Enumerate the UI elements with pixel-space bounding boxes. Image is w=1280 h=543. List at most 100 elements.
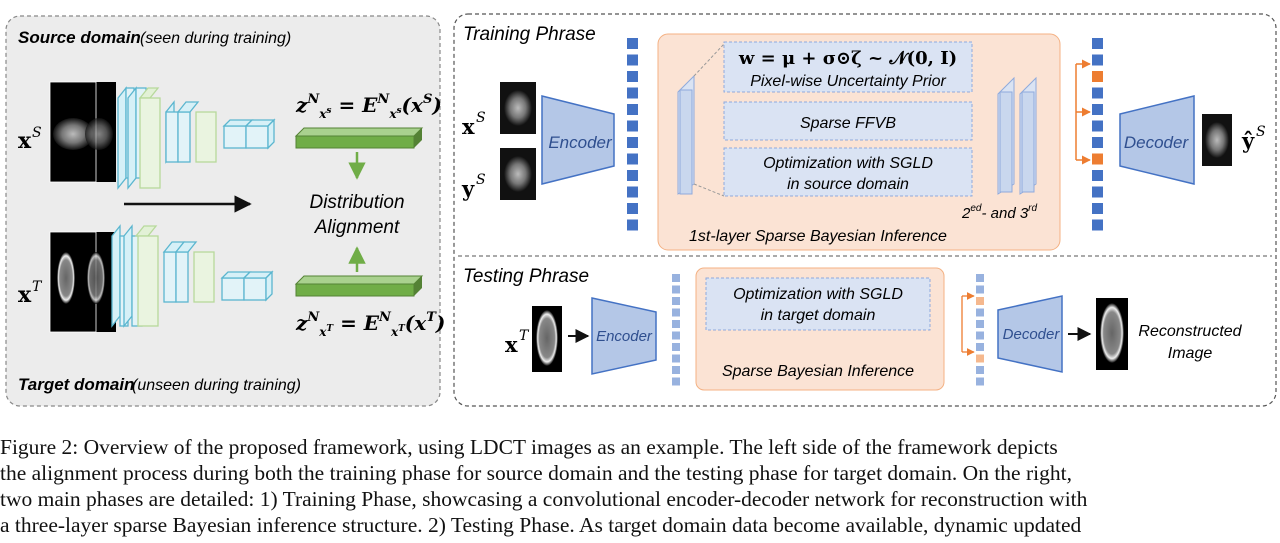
- training-token-column-in: [627, 38, 638, 231]
- training-token-column-out: [1092, 38, 1103, 231]
- training-input-images: [500, 82, 536, 200]
- prior-label: Pixel-wise Uncertainty Prior: [750, 73, 946, 90]
- token-square: [627, 87, 638, 99]
- token-square: [1092, 38, 1103, 49]
- train-yhat-label: ŷ: [1241, 128, 1255, 153]
- token-square: [672, 377, 680, 386]
- alignment-line1: Distribution: [309, 192, 404, 213]
- token-square: [672, 331, 680, 340]
- source-embedding-bar: [294, 127, 424, 149]
- caption-line-3: two main phases are detailed: 1) Trainin…: [0, 487, 1088, 511]
- token-square: [627, 153, 638, 165]
- test-sgld-line2: in target domain: [761, 307, 876, 324]
- second-third-layer-slabs: [997, 76, 1037, 195]
- train-sgld-line1: Optimization with SGLD: [763, 155, 933, 172]
- token-square: [627, 186, 638, 198]
- token-square: [976, 331, 984, 340]
- ffvb-box: [723, 101, 973, 141]
- svg-text:S: S: [476, 110, 486, 126]
- token-square: [976, 274, 984, 282]
- token-square: [672, 285, 680, 294]
- token-square: [627, 203, 638, 214]
- svg-text:T: T: [32, 279, 43, 295]
- token-square: [976, 297, 984, 305]
- source-domain-note: (seen during training): [140, 30, 291, 47]
- training-decoder-block: [1119, 95, 1195, 185]
- prior-formula: w = μ + σ⊙ζ ~ 𝒩(0, I): [738, 48, 957, 69]
- x-source-label: x: [18, 128, 32, 154]
- token-square: [627, 170, 638, 181]
- testing-decoder-label: Decoder: [1003, 326, 1061, 343]
- token-square: [1092, 153, 1103, 165]
- token-square: [976, 343, 984, 351]
- token-square: [1092, 186, 1103, 198]
- target-ct-images: [49, 231, 116, 333]
- caption-line-2: the alignment process during both the tr…: [0, 461, 1072, 485]
- caption-line-4: a three-layer sparse Bayesian inference …: [0, 513, 1082, 537]
- token-square: [1092, 71, 1103, 82]
- testing-inference-label: Sparse Bayesian Inference: [722, 363, 914, 380]
- testing-encoder-block: [591, 297, 657, 375]
- token-square: [1092, 203, 1103, 214]
- token-square: [976, 377, 984, 386]
- reconstructed-image: [1096, 298, 1128, 370]
- target-domain-title: Target domain: [18, 375, 135, 394]
- prior-box: [723, 41, 973, 93]
- figure-caption: Figure 2: Overview of the proposed frame…: [0, 434, 1280, 538]
- ffvb-label: Sparse FFVB: [800, 115, 896, 132]
- train-sgld-line2: in source domain: [787, 176, 909, 193]
- test-sgld-line1: Optimization with SGLD: [733, 286, 903, 303]
- token-square: [672, 320, 680, 328]
- token-square: [672, 354, 680, 363]
- training-encoder-label: Encoder: [548, 133, 613, 152]
- target-feature-layers: [111, 224, 274, 328]
- orange-selection-arrows: [1075, 59, 1091, 165]
- token-square: [1092, 54, 1103, 66]
- testing-title: Testing Phrase: [463, 266, 589, 287]
- svg-text:S: S: [476, 172, 486, 188]
- x-target-label: x: [18, 282, 32, 308]
- token-square: [672, 274, 680, 282]
- target-embedding-bar: [294, 275, 424, 297]
- training-title: Training Phrase: [463, 24, 596, 45]
- svg-text:S: S: [32, 125, 42, 141]
- token-square: [627, 54, 638, 66]
- token-square: [627, 120, 638, 132]
- training-inference-label: 1st-layer Sparse Bayesian Inference: [689, 228, 947, 245]
- token-square: [672, 343, 680, 351]
- alignment-line2: Alignment: [314, 217, 400, 238]
- source-feature-layers: [117, 86, 276, 190]
- token-square: [976, 285, 984, 294]
- test-x-label: x: [505, 332, 518, 357]
- testing-encoder-label: Encoder: [596, 328, 653, 345]
- token-square: [1092, 104, 1103, 115]
- z-target-formula: zNxT = ENxT(xT): [295, 310, 445, 339]
- token-square: [976, 308, 984, 317]
- token-square: [627, 104, 638, 115]
- token-square: [627, 71, 638, 82]
- z-source-formula: zNxs = ENxs(xS): [295, 92, 442, 121]
- token-square: [1092, 87, 1103, 99]
- training-output-image: [1202, 114, 1232, 166]
- caption-line-1: Figure 2: Overview of the proposed frame…: [0, 435, 1058, 459]
- token-square: [672, 297, 680, 305]
- token-square: [672, 308, 680, 317]
- layers-label: 2ed- and 3rd: [961, 203, 1038, 222]
- source-domain-title: Source domain: [18, 28, 141, 47]
- reconstructed-line2: Image: [1168, 345, 1213, 362]
- train-x-label: x: [462, 114, 475, 139]
- token-square: [627, 219, 638, 231]
- token-square: [976, 366, 984, 374]
- token-square: [1092, 170, 1103, 181]
- source-ct-images: [49, 81, 116, 183]
- prior-layer-slab: [679, 89, 693, 195]
- token-square: [627, 137, 638, 148]
- svg-text:S: S: [1256, 124, 1266, 140]
- testing-decoder-block: [997, 295, 1063, 373]
- token-square: [1092, 120, 1103, 132]
- testing-token-column-in: [672, 274, 680, 386]
- train-sgld-box: [723, 147, 973, 197]
- train-y-label: y: [461, 176, 475, 201]
- testing-orange-arrows: [961, 292, 975, 356]
- reconstructed-line1: Reconstructed: [1138, 323, 1242, 340]
